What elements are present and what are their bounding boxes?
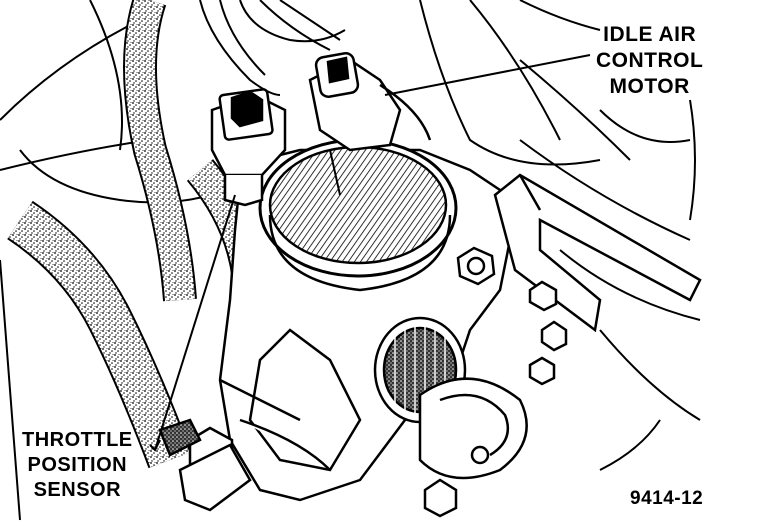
- callout-line: CONTROL: [596, 49, 704, 72]
- air-hose-left: [6, 200, 192, 469]
- wiring-harness: [199, 0, 341, 96]
- throttle-position-sensor-callout: THROTTLE POSITION SENSOR: [22, 428, 133, 503]
- idle-air-control-motor-callout: IDLE AIR CONTROL MOTOR: [596, 22, 703, 100]
- leader-lines: [149, 54, 591, 452]
- tps-fitting: [158, 418, 252, 512]
- throttle-position-sensor: [210, 88, 287, 207]
- bolts: [188, 246, 568, 518]
- tps-leader-line: [154, 194, 236, 451]
- callout-line: MOTOR: [609, 75, 690, 98]
- idle-air-control-motor: [308, 52, 432, 152]
- throttle-bore: [258, 138, 458, 292]
- throttle-cam: [373, 316, 528, 480]
- mounting-bracket: [493, 173, 702, 333]
- callout-line: POSITION: [27, 454, 128, 476]
- callout-line: THROTTLE: [22, 429, 133, 451]
- callout-line: SENSOR: [33, 479, 122, 501]
- engine-bay-background: [0, 0, 701, 521]
- figure-number: 9414-12: [630, 488, 704, 509]
- callout-line: IDLE AIR: [603, 23, 697, 46]
- iac-leader-line: [384, 54, 591, 96]
